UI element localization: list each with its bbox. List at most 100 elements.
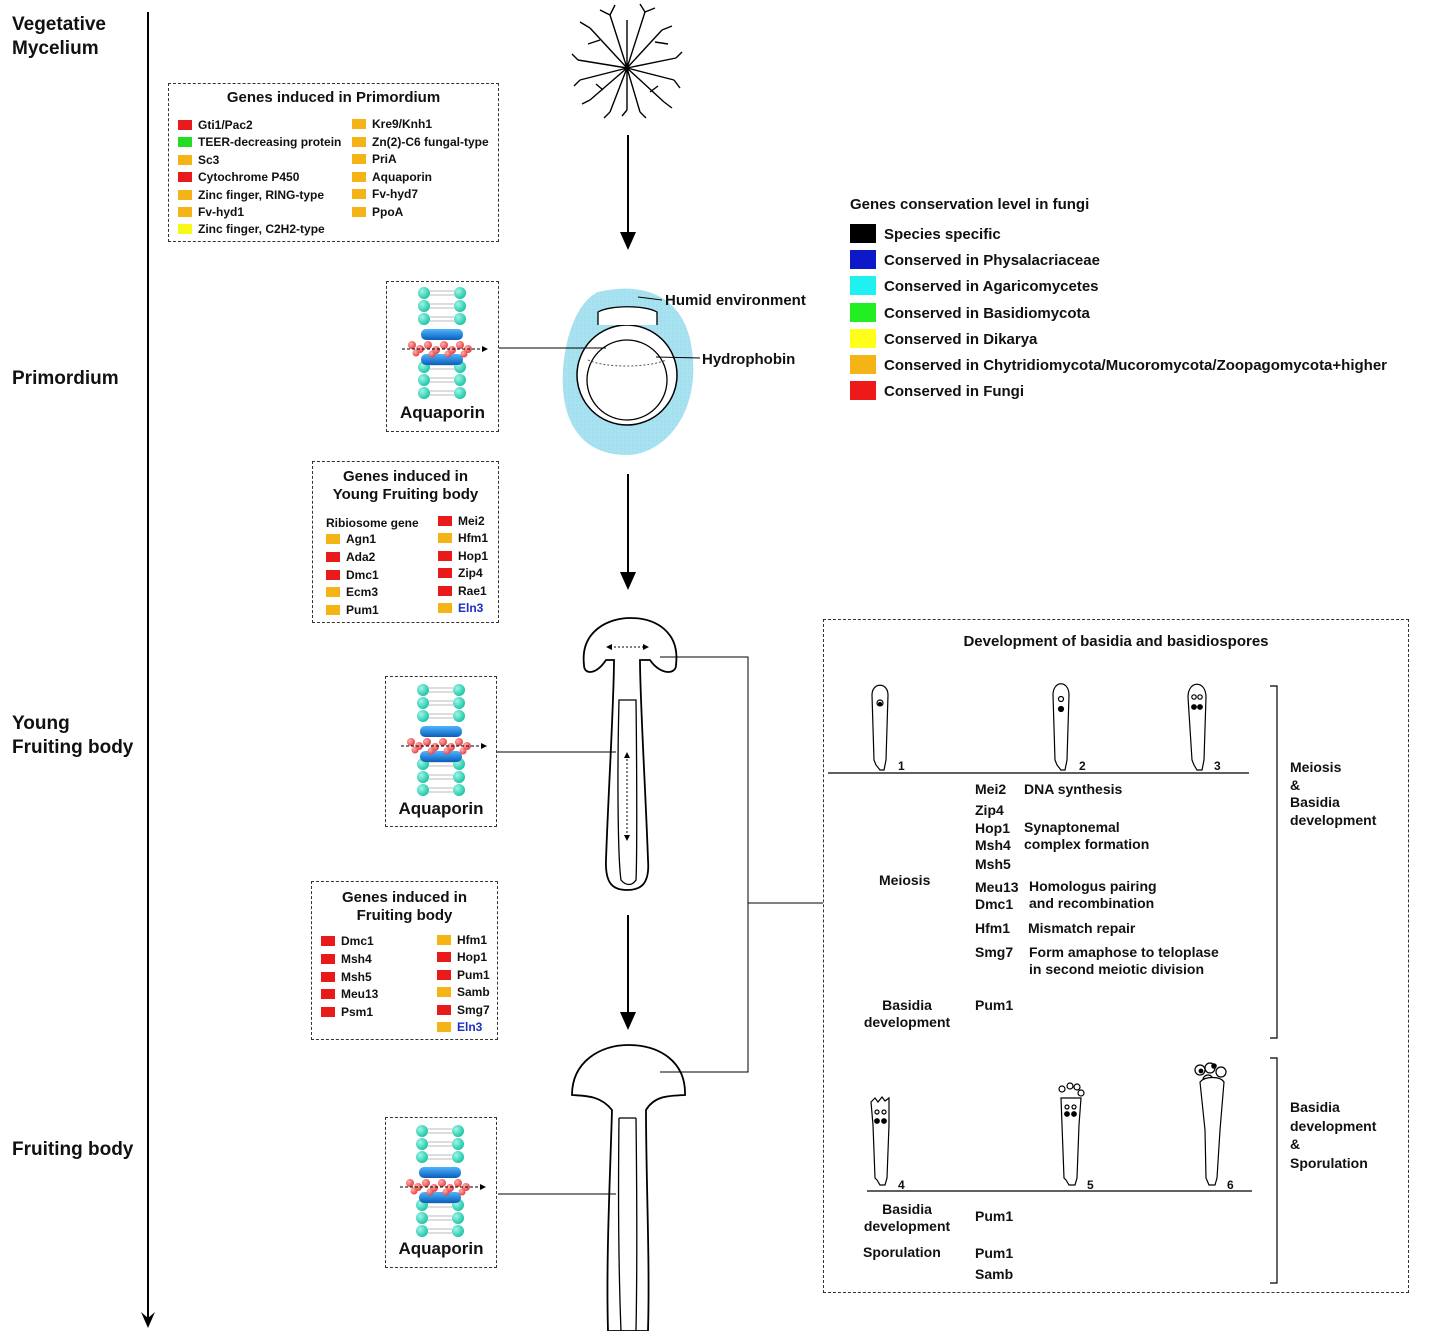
basidia-panel-title: Development of basidia and basidiospores bbox=[963, 633, 1269, 650]
gene-label: Hop1 bbox=[458, 548, 488, 563]
stage-number-3: 3 bbox=[1214, 759, 1221, 773]
legend-swatch bbox=[850, 328, 876, 348]
gene-item: Hfm1 bbox=[438, 531, 488, 545]
legend-label: Conserved in Basidiomycota bbox=[884, 304, 1090, 322]
gene-label: Ada2 bbox=[346, 549, 376, 564]
gene-label: TEER-decreasing protein bbox=[198, 135, 342, 150]
gene-item: TEER-decreasing protein bbox=[178, 135, 341, 149]
basidium-stage-4 bbox=[870, 1096, 890, 1186]
stage-number-4: 4 bbox=[898, 1178, 905, 1192]
gene-item: Eln3 bbox=[437, 1020, 482, 1034]
desc-homologus-pairing: Homologus pairing and recombination bbox=[1029, 878, 1157, 911]
gene-item: Pum1 bbox=[437, 968, 490, 982]
gene-color-swatch bbox=[326, 569, 340, 580]
gene-color-swatch bbox=[352, 154, 366, 165]
gene-color-swatch bbox=[437, 969, 451, 980]
gene-color-swatch bbox=[321, 989, 335, 1000]
gene-color-swatch bbox=[326, 534, 340, 544]
bracket-label-basidia-sporulation: Basidia development & Sporulation bbox=[1290, 1099, 1377, 1171]
gene-color-swatch bbox=[178, 137, 192, 148]
timeline-arrowhead bbox=[141, 1312, 155, 1328]
humid-environment-label: Humid environment bbox=[665, 292, 806, 309]
gene-item: Rae1 bbox=[438, 584, 487, 598]
gene-color-swatch bbox=[438, 568, 452, 579]
gene-item: Samb bbox=[437, 985, 490, 999]
gene-color-swatch bbox=[438, 585, 452, 596]
young-fruiting-genes-title: Genes induced in Young Fruiting body bbox=[332, 468, 479, 503]
gene-label: Cytochrome P450 bbox=[198, 170, 300, 185]
gene-color-swatch bbox=[321, 936, 335, 946]
gene-item: Meu13 bbox=[321, 987, 378, 1001]
gene-label: Agn1 bbox=[346, 532, 376, 546]
gene-label: PpoA bbox=[372, 205, 404, 219]
gene-item: Fv-hyd1 bbox=[178, 205, 244, 219]
gene-color-swatch bbox=[321, 1007, 335, 1018]
mycelium-icon bbox=[571, 3, 683, 119]
stage-label-fruiting-body: Fruiting body bbox=[12, 1139, 134, 1160]
gene-item: Msh4 bbox=[321, 952, 372, 966]
basidium-stage-5 bbox=[1058, 1082, 1085, 1186]
basidia-development-label-lower: Basidia development bbox=[863, 1201, 951, 1234]
ribosome-gene-header: Ribiosome gene bbox=[326, 516, 419, 530]
gene-color-swatch bbox=[178, 154, 192, 165]
stage-label-vegetative-mycelium: Vegetative Mycelium bbox=[12, 14, 106, 59]
gene-item: Psm1 bbox=[321, 1005, 373, 1019]
gene-item: Msh5 bbox=[321, 970, 372, 984]
gene-label: Fv-hyd1 bbox=[198, 205, 245, 219]
gene-item: Gti1/Pac2 bbox=[178, 118, 253, 132]
gene-label: Sc3 bbox=[198, 152, 220, 167]
gene-hfm1: Hfm1 bbox=[975, 920, 1011, 936]
gene-item: Hop1 bbox=[437, 950, 487, 964]
legend-label: Conserved in Dikarya bbox=[884, 330, 1038, 348]
gene-item: Aquaporin bbox=[352, 170, 432, 184]
desc-dna-synthesis: DNA synthesis bbox=[1024, 781, 1123, 797]
gene-color-swatch bbox=[178, 189, 192, 200]
mature-fruiting-body-icon bbox=[571, 1044, 686, 1331]
aquaporin-box-fruiting: Aquaporin bbox=[385, 1117, 497, 1268]
basidium-stage-3 bbox=[1187, 683, 1207, 771]
fruiting-genes-title: Genes induced in Fruiting body bbox=[341, 889, 468, 924]
sporulation-label: Sporulation bbox=[863, 1244, 941, 1260]
legend-swatch bbox=[850, 224, 876, 243]
gene-color-swatch bbox=[437, 1004, 451, 1015]
legend-item: Conserved in Agaricomycetes bbox=[850, 276, 1099, 297]
gene-color-swatch bbox=[437, 952, 451, 963]
legend-item: Conserved in Physalacriaceae bbox=[850, 250, 1100, 271]
gene-item: Cytochrome P450 bbox=[178, 170, 299, 184]
gene-msh5: Msh5 bbox=[975, 856, 1011, 872]
gene-color-swatch bbox=[352, 171, 366, 182]
gene-color-swatch bbox=[352, 119, 366, 129]
gene-color-swatch bbox=[437, 935, 451, 945]
basidia-panel: Development of basidia and basidiospores bbox=[823, 619, 1409, 1293]
gene-color-swatch bbox=[352, 207, 366, 217]
gene-item: PriA bbox=[352, 152, 397, 166]
legend-label: Conserved in Chytridiomycota/Mucoromycot… bbox=[884, 357, 1387, 374]
gene-label: Ecm3 bbox=[346, 585, 379, 600]
gene-color-swatch bbox=[352, 189, 366, 200]
gene-item: Smg7 bbox=[437, 1003, 490, 1017]
gene-label: Pum1 bbox=[346, 603, 379, 618]
gene-mei2: Mei2 bbox=[975, 781, 1007, 797]
gene-color-swatch bbox=[321, 971, 335, 982]
gene-color-swatch bbox=[352, 136, 366, 147]
gene-smg7: Smg7 bbox=[975, 944, 1014, 960]
gene-meu13-dmc1: Meu13 Dmc1 bbox=[975, 879, 1019, 912]
gene-color-swatch bbox=[437, 1022, 451, 1032]
gene-label: Hfm1 bbox=[457, 933, 488, 947]
meiosis-label: Meiosis bbox=[879, 872, 931, 888]
gene-color-swatch bbox=[326, 551, 340, 562]
gene-item: Ada2 bbox=[326, 550, 375, 564]
stage-number-1: 1 bbox=[898, 759, 905, 773]
gene-item: Hop1 bbox=[438, 549, 488, 563]
gene-pum1-samb: Pum1 Samb bbox=[975, 1245, 1014, 1282]
gene-color-swatch bbox=[438, 533, 452, 544]
gene-item: Agn1 bbox=[326, 532, 376, 546]
gene-item: Dmc1 bbox=[321, 934, 374, 948]
gene-item: Kre9/Knh1 bbox=[352, 117, 432, 131]
gene-hop1-msh4: Hop1 Msh4 bbox=[975, 820, 1011, 853]
gene-label: Meu13 bbox=[341, 987, 379, 1002]
gene-label: Eln3 bbox=[458, 601, 484, 615]
gene-color-swatch bbox=[326, 587, 340, 598]
gene-color-swatch bbox=[321, 953, 335, 964]
